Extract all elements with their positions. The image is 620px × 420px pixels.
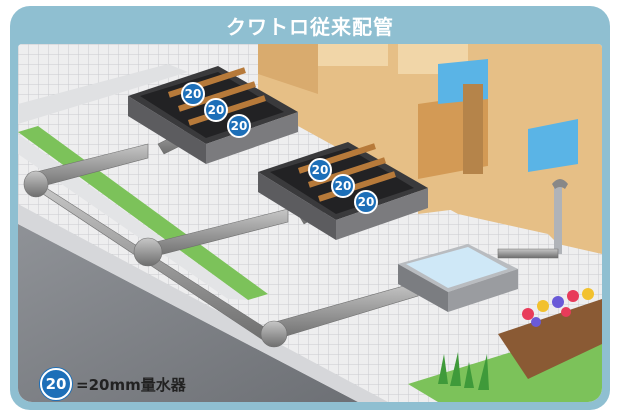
apartment-building	[258, 44, 602, 254]
meter-size-label: 20	[312, 163, 329, 177]
meter-badge: 20	[354, 190, 378, 214]
meter-badge: 20	[181, 82, 205, 106]
legend-text: =20mm量水器	[76, 375, 186, 394]
meter-size-label: 20	[335, 179, 352, 193]
faucet-icon	[552, 179, 568, 189]
meter-badge: 20	[204, 98, 228, 122]
meter-badge: 20	[308, 158, 332, 182]
water-tank	[398, 244, 518, 312]
meter-size-label: 20	[231, 119, 248, 133]
diagram-frame: クワトロ従来配管	[10, 6, 610, 410]
piping-illustration: 20 20 20 20 20 20	[18, 44, 602, 402]
meter-size-label: 20	[358, 195, 375, 209]
meter-badge: 20	[227, 114, 251, 138]
diagram-title: クワトロ従来配管	[226, 14, 394, 39]
meter-size-label: 20	[208, 103, 225, 117]
faucet-pole	[554, 184, 562, 254]
meter-badge: 20	[331, 174, 355, 198]
window	[528, 119, 578, 172]
legend: 20 =20mm量水器	[40, 368, 186, 400]
legend-meter-badge: 20	[40, 368, 72, 400]
flower-bed	[498, 288, 602, 379]
meter-size-label: 20	[185, 87, 202, 101]
scene-svg: 20 20 20 20 20 20	[18, 44, 602, 402]
grass-tuft	[438, 352, 489, 390]
